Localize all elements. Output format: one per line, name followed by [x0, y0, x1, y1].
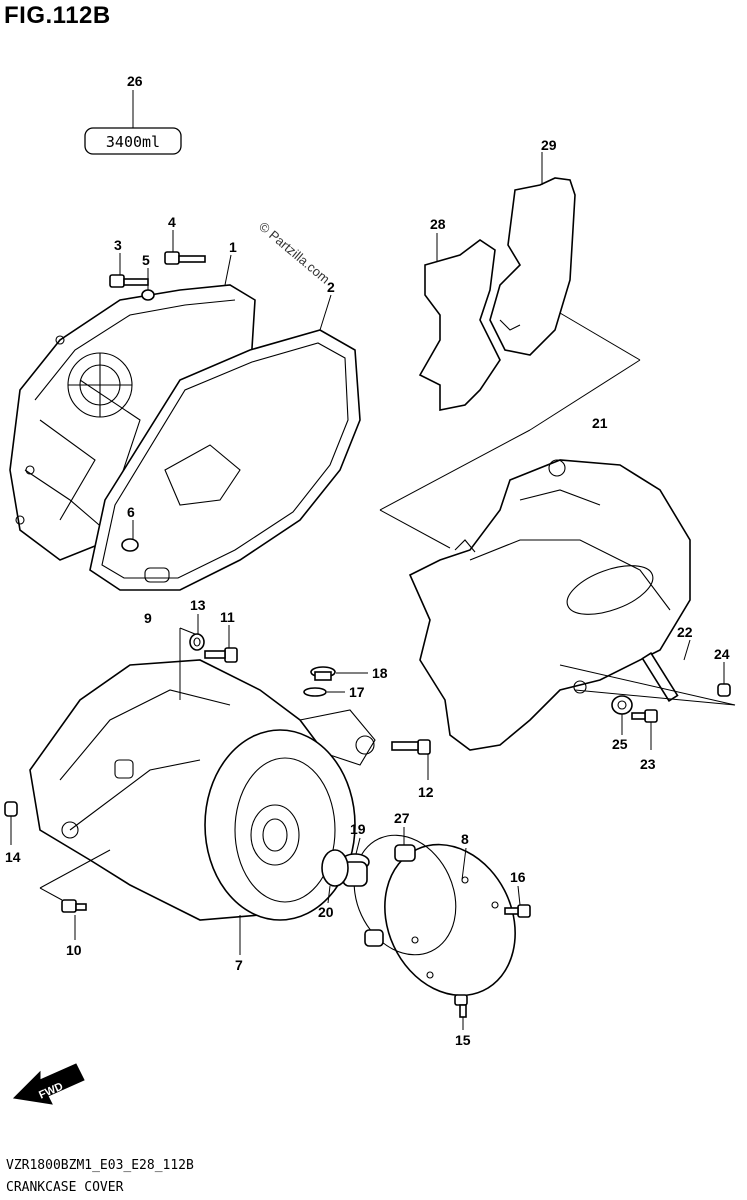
- callout-29: 29: [541, 137, 557, 153]
- dowel-6-part: [121, 538, 139, 552]
- cover-29-part: [489, 177, 576, 356]
- bolt-12-part: [391, 739, 431, 755]
- leader-lines: [10, 152, 725, 1030]
- washer-5-part: [141, 289, 155, 301]
- callout-11: 11: [220, 609, 235, 625]
- callout-14: 14: [5, 849, 21, 865]
- crankcase-cover-part: [9, 284, 256, 561]
- bolt-4-part: [164, 251, 206, 265]
- cover-gasket-27-part: [353, 834, 457, 956]
- callout-22: 22: [677, 624, 693, 640]
- callout-23: 23: [640, 756, 656, 772]
- forward-arrow-icon: FWD: [12, 1063, 85, 1105]
- dowel-14-part: [4, 801, 18, 817]
- callout-5: 5: [142, 252, 150, 268]
- callout-6: 6: [127, 504, 135, 520]
- spacer-22-part: [641, 652, 679, 702]
- o-ring-17-part: [303, 687, 327, 697]
- callout-15: 15: [455, 1032, 471, 1048]
- callout-labels: 26 29 28 4 1 3 5 2 21 6 9 13 11 22 24 18…: [5, 73, 730, 1048]
- o-ring-20-part: [321, 849, 349, 887]
- bolt-24-part: [717, 683, 731, 697]
- callout-2: 2: [327, 279, 335, 295]
- callout-17: 17: [349, 684, 365, 700]
- bolt-15-part: [454, 994, 468, 1018]
- callout-16: 16: [510, 869, 526, 885]
- figure-code: VZR1800BZM1_E03_E28_112B: [6, 1158, 194, 1173]
- callout-28: 28: [430, 216, 446, 232]
- cover-28-part: [418, 239, 501, 411]
- callout-24: 24: [714, 646, 730, 662]
- callout-27: 27: [394, 810, 410, 826]
- generator-cover-part: [29, 659, 376, 921]
- callout-20: 20: [318, 904, 334, 920]
- callout-12: 12: [418, 784, 434, 800]
- bolt-10-part: [61, 899, 87, 913]
- outer-cover-part: [379, 312, 691, 751]
- callout-8: 8: [461, 831, 469, 847]
- callout-3: 3: [114, 237, 122, 253]
- inspection-cover-part: [384, 843, 516, 997]
- oil-quantity-label: 3400ml: [84, 90, 182, 155]
- bolt-23-part: [631, 709, 658, 723]
- figure-caption: CRANKCASE COVER: [6, 1180, 124, 1195]
- callout-1: 1: [229, 239, 237, 255]
- gasket-part: [89, 329, 361, 591]
- callout-25: 25: [612, 736, 628, 752]
- callout-4: 4: [168, 214, 176, 230]
- callout-10: 10: [66, 942, 82, 958]
- washer-13-part: [189, 633, 205, 651]
- bolt-16-part: [504, 904, 531, 918]
- bolt-3-part: [109, 274, 149, 288]
- callout-18: 18: [372, 665, 388, 681]
- callout-7: 7: [235, 957, 243, 973]
- plug-18-part: [310, 666, 336, 681]
- callout-19: 19: [350, 821, 366, 837]
- callout-21: 21: [592, 415, 608, 431]
- figure-title: FIG.112B: [4, 2, 111, 29]
- oil-quantity-text: 3400ml: [106, 133, 160, 151]
- callout-9: 9: [144, 610, 152, 626]
- callout-13: 13: [190, 597, 206, 613]
- bolt-11-part: [204, 647, 238, 663]
- callout-26: 26: [127, 73, 143, 89]
- grommet-25-part: [611, 695, 633, 715]
- watermark-text: © Partzilla.com: [256, 219, 333, 287]
